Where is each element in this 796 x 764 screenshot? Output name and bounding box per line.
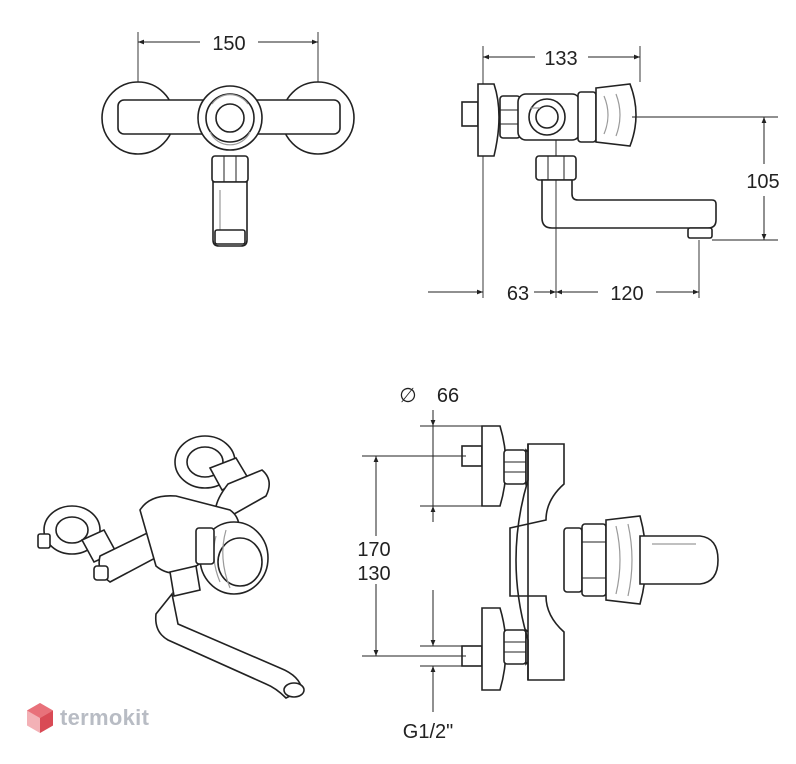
dim-side-height: 105	[746, 171, 779, 193]
watermark-text: termokit	[60, 705, 150, 730]
side-view: 133 105	[428, 46, 780, 305]
dim-wall-offset: 63	[507, 283, 529, 305]
perspective-view	[37, 435, 305, 699]
hexagon-cube-icon	[27, 703, 53, 733]
dim-thread: G1/2"	[403, 721, 453, 743]
front-install-view: ∅ 66	[357, 385, 719, 743]
dim-top-width: 150	[212, 33, 245, 55]
dim-side-length: 133	[544, 48, 577, 70]
dim-inlet-spacing-max: 170	[357, 539, 390, 561]
dim-spout-reach: 120	[610, 283, 643, 305]
watermark: termokit	[26, 700, 149, 736]
dim-flange-diameter: 66	[437, 385, 459, 407]
dim-inlet-spacing-min: 130	[357, 563, 390, 585]
diameter-symbol: ∅	[399, 385, 416, 407]
top-view: 150	[101, 32, 355, 247]
